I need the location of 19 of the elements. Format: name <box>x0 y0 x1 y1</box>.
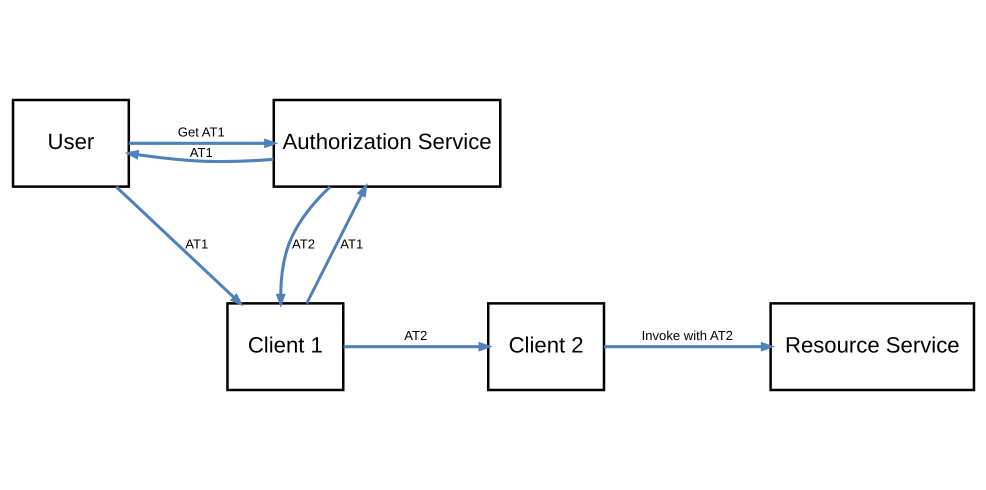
arrow <box>124 150 274 164</box>
edge-label: AT1 <box>184 236 208 252</box>
arrow <box>128 138 278 148</box>
arrow <box>114 186 244 306</box>
edge-label: Invoke with AT2 <box>641 328 732 344</box>
edge-label: Get AT1 <box>177 124 224 140</box>
arrow <box>604 342 774 352</box>
node-box: Authorization Service <box>272 98 502 188</box>
edge-label: AT1 <box>340 236 363 252</box>
node-box: User <box>11 98 130 188</box>
node-box: Client 1 <box>226 302 344 392</box>
arrow <box>304 182 368 304</box>
edge-label: AT1 <box>189 144 212 160</box>
edge-label: AT2 <box>404 328 427 344</box>
edge-label: AT2 <box>291 236 314 252</box>
arrow <box>275 186 330 308</box>
node-box: Resource Service <box>768 302 975 392</box>
arrow <box>343 342 492 352</box>
node-box: Client 2 <box>486 302 605 392</box>
